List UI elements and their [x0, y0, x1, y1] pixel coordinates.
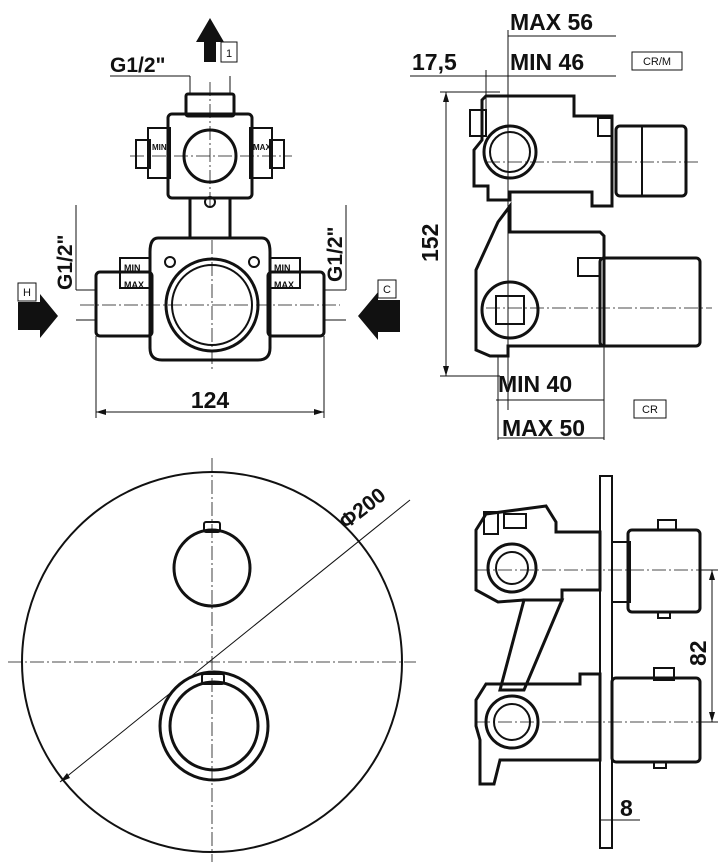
diameter-dimension: Φ200: [335, 484, 390, 534]
front-plate-view: Φ200: [8, 458, 416, 862]
valve-side-view: MAX 56 MIN 46 17,5 CR/M 152: [410, 9, 712, 441]
min-label-left: MIN: [124, 263, 141, 273]
hot-inlet-arrow-icon: [18, 294, 58, 338]
min-depth-bottom: MIN 40: [498, 371, 572, 397]
width-dimension: 124: [191, 387, 230, 413]
offset-dimension: 17,5: [412, 49, 457, 75]
max-depth-top: MAX 56: [510, 9, 593, 35]
tag-cr-m-box: [631, 51, 683, 71]
max-label-right: MAX: [274, 280, 294, 290]
hot-tag-box: [17, 282, 37, 302]
max-label-left: MAX: [124, 280, 144, 290]
cold-tag: C: [383, 284, 391, 296]
hot-thread-label: G1/2": [54, 235, 77, 290]
hot-tag: H: [23, 287, 31, 299]
outlet-tag-box: [220, 41, 238, 63]
spacing-dimension: 82: [685, 640, 711, 666]
height-dimension: 152: [417, 224, 443, 262]
tag-cr: CR: [642, 404, 658, 416]
plate-thickness-dimension: 8: [620, 795, 633, 821]
svg-text:MAX: MAX: [253, 143, 271, 152]
cold-thread-label: G1/2": [324, 227, 347, 282]
svg-text:MIN: MIN: [152, 143, 167, 152]
cold-inlet-arrow-icon: [358, 292, 400, 340]
tag-cr-m: CR/M: [643, 56, 671, 68]
min-label-right: MIN: [274, 263, 291, 273]
cold-tag-box: [377, 279, 397, 299]
tag-cr-box: [633, 399, 667, 419]
max-depth-bottom: MAX 50: [502, 415, 585, 441]
outlet-arrow-icon: [196, 18, 224, 62]
valve-top-view: 1 G1/2" MIN MAX MIN MAX MIN MAX: [17, 18, 400, 418]
min-depth-top: MIN 46: [510, 49, 584, 75]
outlet-thread-label: G1/2": [110, 54, 165, 77]
outlet-tag: 1: [226, 48, 232, 60]
installed-side-view: 82 8: [474, 475, 718, 849]
